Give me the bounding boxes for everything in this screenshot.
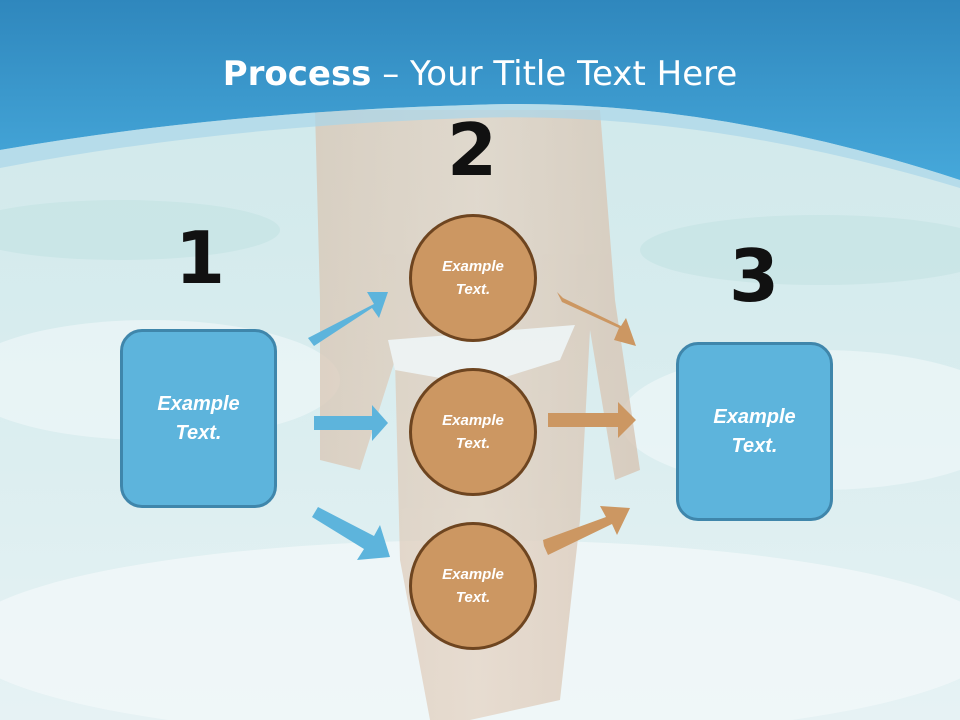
step-number-3: 3: [728, 234, 780, 318]
blue-arrow-down: [312, 507, 390, 560]
circle-bottom-line1: Example: [442, 566, 504, 583]
circle-middle-line1: Example: [442, 412, 504, 429]
circle-top-line2: Text.: [455, 281, 491, 298]
slide-title: Process – Your Title Text Here: [0, 52, 960, 96]
right-box-line2: Text.: [731, 434, 778, 457]
title-bold: Process: [222, 54, 372, 94]
orange-arrow-up: [543, 506, 630, 555]
blue-arrow-middle: [314, 405, 388, 441]
left-box-line1: Example: [157, 392, 240, 415]
title-banner: [0, 0, 960, 180]
circle-top-line1: Example: [442, 258, 504, 275]
right-box-line1: Example: [713, 405, 796, 428]
blue-arrow-up: [308, 292, 388, 346]
title-rest: – Your Title Text Here: [371, 54, 738, 94]
step-number-2: 2: [446, 108, 498, 192]
circle-bottom-line2: Text.: [455, 589, 491, 606]
orange-arrow-middle: [548, 402, 636, 438]
circle-middle-line2: Text.: [455, 435, 491, 452]
step-number-1: 1: [174, 216, 226, 300]
left-box-line2: Text.: [175, 421, 222, 444]
orange-arrow-down: [557, 292, 636, 346]
